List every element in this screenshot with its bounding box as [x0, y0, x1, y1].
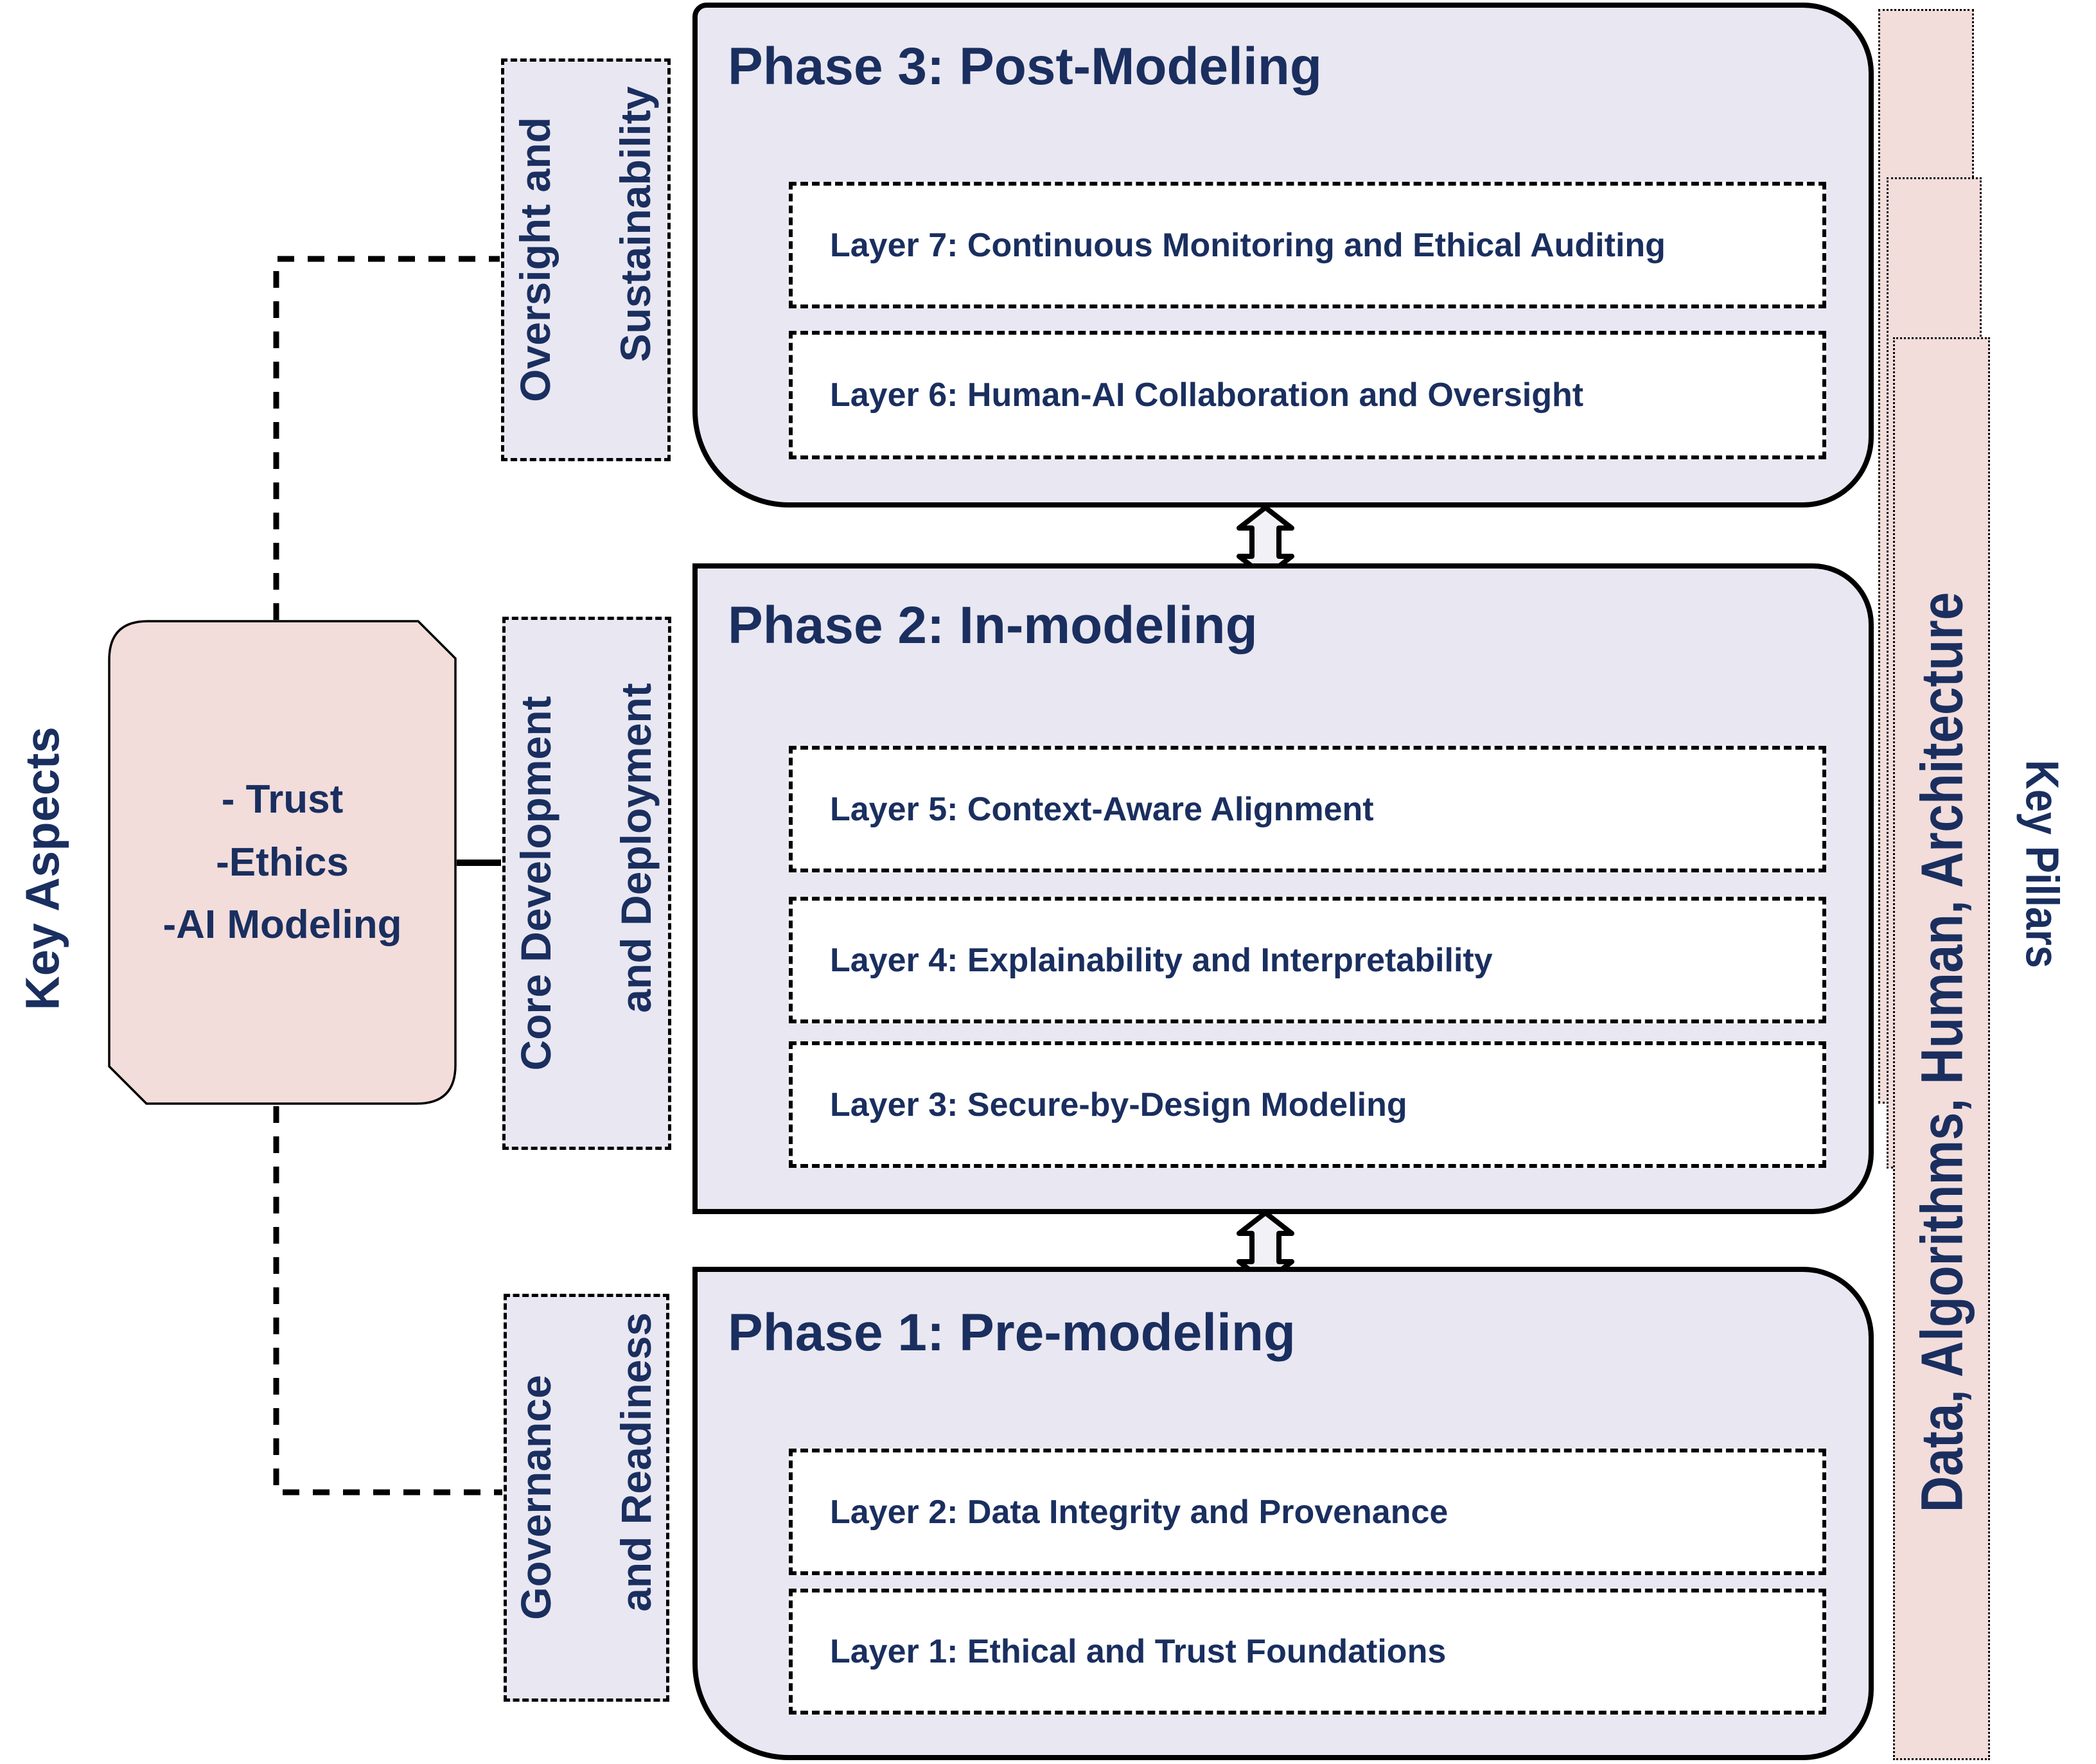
group-label-line: and Deployment	[612, 683, 660, 1013]
group-label-line: Governance	[512, 1375, 560, 1620]
connector-governance-line	[273, 1106, 502, 1495]
layer-4-box: Layer 4: Explainability and Interpretabi…	[789, 897, 1826, 1023]
layer-3-box: Layer 3: Secure-by-Design Modeling	[789, 1041, 1826, 1168]
group-box-core-development-deployment: Core Development and Deployment	[502, 617, 671, 1150]
layer-7-label: Layer 7: Continuous Monitoring and Ethic…	[830, 226, 1666, 264]
group-label-line: Oversight and	[511, 117, 559, 402]
group-label-line: and Readiness	[612, 1312, 660, 1612]
phase-2-box: Phase 2: In-modeling Layer 5: Context-Aw…	[692, 563, 1874, 1214]
aspect-item-ai-modeling: -AI Modeling	[163, 903, 402, 948]
phase-3-box: Phase 3: Post-Modeling Layer 7: Continuo…	[692, 3, 1874, 507]
layer-5-label: Layer 5: Context-Aware Alignment	[830, 790, 1374, 828]
aspect-item-ethics: -Ethics	[216, 840, 349, 885]
key-aspects-box	[108, 620, 457, 1105]
group-box-governance-readiness: Governance and Readiness	[504, 1294, 669, 1702]
layer-3-label: Layer 3: Secure-by-Design Modeling	[830, 1086, 1407, 1124]
phase-3-title: Phase 3: Post-Modeling	[728, 37, 1322, 96]
group-label-line: Core Development	[512, 696, 560, 1071]
layer-5-box: Layer 5: Context-Aware Alignment	[789, 746, 1826, 872]
group-label-line: Sustainability	[611, 86, 659, 362]
connector-oversight-line	[273, 256, 500, 620]
pillar-bar-front	[1893, 337, 1990, 1760]
layer-2-box: Layer 2: Data Integrity and Provenance	[789, 1449, 1826, 1575]
layer-6-box: Layer 6: Human-AI Collaboration and Over…	[789, 331, 1826, 459]
layer-2-label: Layer 2: Data Integrity and Provenance	[830, 1493, 1449, 1531]
phase-2-title: Phase 2: In-modeling	[728, 596, 1258, 655]
layer-4-label: Layer 4: Explainability and Interpretabi…	[830, 941, 1493, 979]
layer-7-box: Layer 7: Continuous Monitoring and Ethic…	[789, 182, 1826, 308]
layer-6-label: Layer 6: Human-AI Collaboration and Over…	[830, 376, 1584, 414]
aspect-item-trust: - Trust	[221, 777, 344, 822]
group-box-oversight-sustainability: Oversight and Sustainability	[501, 58, 671, 461]
phase-1-box: Phase 1: Pre-modeling Layer 2: Data Inte…	[692, 1267, 1874, 1760]
key-aspects-list: - Trust -Ethics -AI Modeling	[108, 620, 457, 1105]
phase-1-title: Phase 1: Pre-modeling	[728, 1303, 1296, 1362]
layer-1-box: Layer 1: Ethical and Trust Foundations	[789, 1589, 1826, 1715]
layer-1-label: Layer 1: Ethical and Trust Foundations	[830, 1633, 1447, 1670]
